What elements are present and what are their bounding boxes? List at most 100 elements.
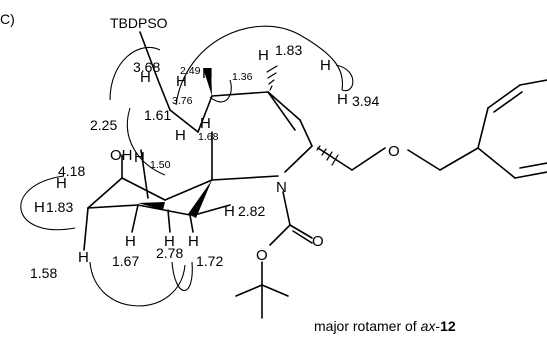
bond-cq-ch	[197, 95, 213, 133]
noe-correlations	[20, 25, 354, 307]
h-label: H	[140, 69, 151, 86]
h-label: H	[200, 115, 211, 132]
noe-arc-top	[175, 25, 344, 106]
bond-h278	[167, 209, 171, 233]
carbonyl-oxygen-label: O	[312, 233, 324, 250]
bond-h282	[197, 204, 231, 215]
h-label: H	[34, 199, 45, 216]
bond-ph-5b	[519, 162, 547, 169]
compound-number: 12	[440, 318, 456, 334]
ether-oxygen-label: O	[388, 143, 400, 160]
h-label: H	[320, 57, 331, 74]
bond-o-bn-1	[407, 149, 441, 171]
shift-label: 1.36	[232, 71, 253, 83]
wedge-h249	[203, 68, 212, 96]
wedge-chair-right	[188, 180, 212, 218]
bond-ch2-c	[157, 79, 171, 111]
h-label: H	[337, 91, 348, 108]
bond-ph-3	[519, 79, 547, 86]
bond-ch-ch2	[211, 91, 269, 97]
h-label: H	[164, 233, 175, 250]
h-label: H	[134, 149, 145, 166]
shift-label: 1.61	[144, 107, 171, 123]
hash-h183	[266, 65, 278, 91]
caption-dash: -	[435, 318, 440, 334]
bond-ph-4	[477, 147, 516, 179]
shift-label: 2.82	[238, 203, 265, 219]
bond-o-bn-2	[439, 147, 479, 171]
bond-spiro-n	[211, 175, 279, 181]
stereo-bonds	[138, 65, 339, 218]
h-label: H	[175, 127, 186, 144]
bond-ring-1	[267, 91, 296, 131]
bond-c-o-dbl-2	[292, 230, 313, 244]
shift-label: 1.58	[30, 265, 57, 281]
noe-arc-h158-h278	[89, 261, 186, 307]
noe-arc-tbdpso	[109, 46, 161, 101]
caption-italic: ax	[421, 318, 437, 334]
bond-o-ch2	[139, 31, 159, 81]
skeleton-bonds	[83, 31, 547, 319]
noe-arc-h418-h183	[20, 175, 76, 231]
bond-ph-2b	[493, 91, 523, 113]
bond-h172	[189, 214, 194, 233]
bond-chair-1	[87, 177, 123, 209]
shift-label: 1.68	[198, 131, 219, 143]
shift-label: 3.68	[133, 59, 160, 75]
bond-c-oester	[269, 224, 291, 246]
bond-ph-1	[477, 107, 489, 149]
bond-h158	[83, 207, 89, 251]
oh-label: OH	[110, 147, 133, 164]
bond-ch2o-2	[351, 147, 386, 171]
shift-label: 1.72	[196, 253, 223, 269]
bond-c-cq	[169, 109, 199, 133]
h-label: H	[56, 175, 67, 192]
h-label: H	[188, 233, 199, 250]
bond-c-o-dbl-1	[289, 224, 313, 239]
chemical-shifts: 1.83 3.94 2.49 1.36 3.68 3.76 1.61 1.68 …	[30, 42, 379, 281]
noe-arc-h183-h394	[335, 64, 354, 92]
caption-prefix: major rotamer of	[314, 318, 421, 334]
figure-caption: major rotamer of ax-12	[314, 318, 456, 334]
bond-pyr-1	[267, 91, 301, 121]
h-label: H	[224, 203, 235, 220]
shift-label: 2.78	[156, 245, 183, 261]
bond-n-c	[282, 191, 291, 226]
ester-oxygen-label: O	[256, 247, 268, 264]
noe-arc-h278-h172	[171, 261, 193, 292]
bond-chair-4	[87, 204, 139, 209]
bond-h167	[131, 204, 139, 233]
noe-arc-h225	[126, 107, 166, 176]
shift-label: 1.50	[150, 159, 171, 171]
hydrogen-labels: H H H H H H H H H H H H H H H H	[34, 47, 348, 266]
shift-label: 1.67	[112, 253, 139, 269]
bond-h150	[140, 149, 149, 199]
bond-pyr-3	[284, 145, 313, 173]
bond-ph-5	[514, 171, 547, 179]
h-label: H	[125, 233, 136, 250]
nitrogen-label: N	[276, 179, 287, 196]
bond-tbu-2	[261, 284, 289, 297]
bond-pyr-2	[299, 119, 313, 147]
tbdpso-label: TBDPSO	[110, 15, 168, 31]
bond-chair-3	[164, 179, 213, 201]
h-label: H	[78, 249, 89, 266]
bond-ph-2	[487, 84, 521, 109]
shift-label: 3.76	[172, 95, 193, 107]
panel-label: C)	[0, 11, 15, 27]
h-label: H	[176, 73, 187, 90]
shift-label: 1.83	[46, 199, 73, 215]
bond-chair-5	[137, 204, 191, 216]
noe-arc-h249-h136	[209, 79, 232, 103]
hash-ch2-side	[316, 145, 339, 166]
shift-label: 1.83	[275, 42, 302, 58]
wedge-chair-front	[138, 202, 165, 210]
shift-label: 3.94	[352, 93, 379, 109]
h-label: H	[202, 65, 213, 82]
bond-tbu-1	[235, 284, 263, 297]
shift-label: 2.25	[90, 117, 117, 133]
shift-label: 4.18	[58, 163, 85, 179]
shift-label: 2.49	[180, 65, 201, 77]
